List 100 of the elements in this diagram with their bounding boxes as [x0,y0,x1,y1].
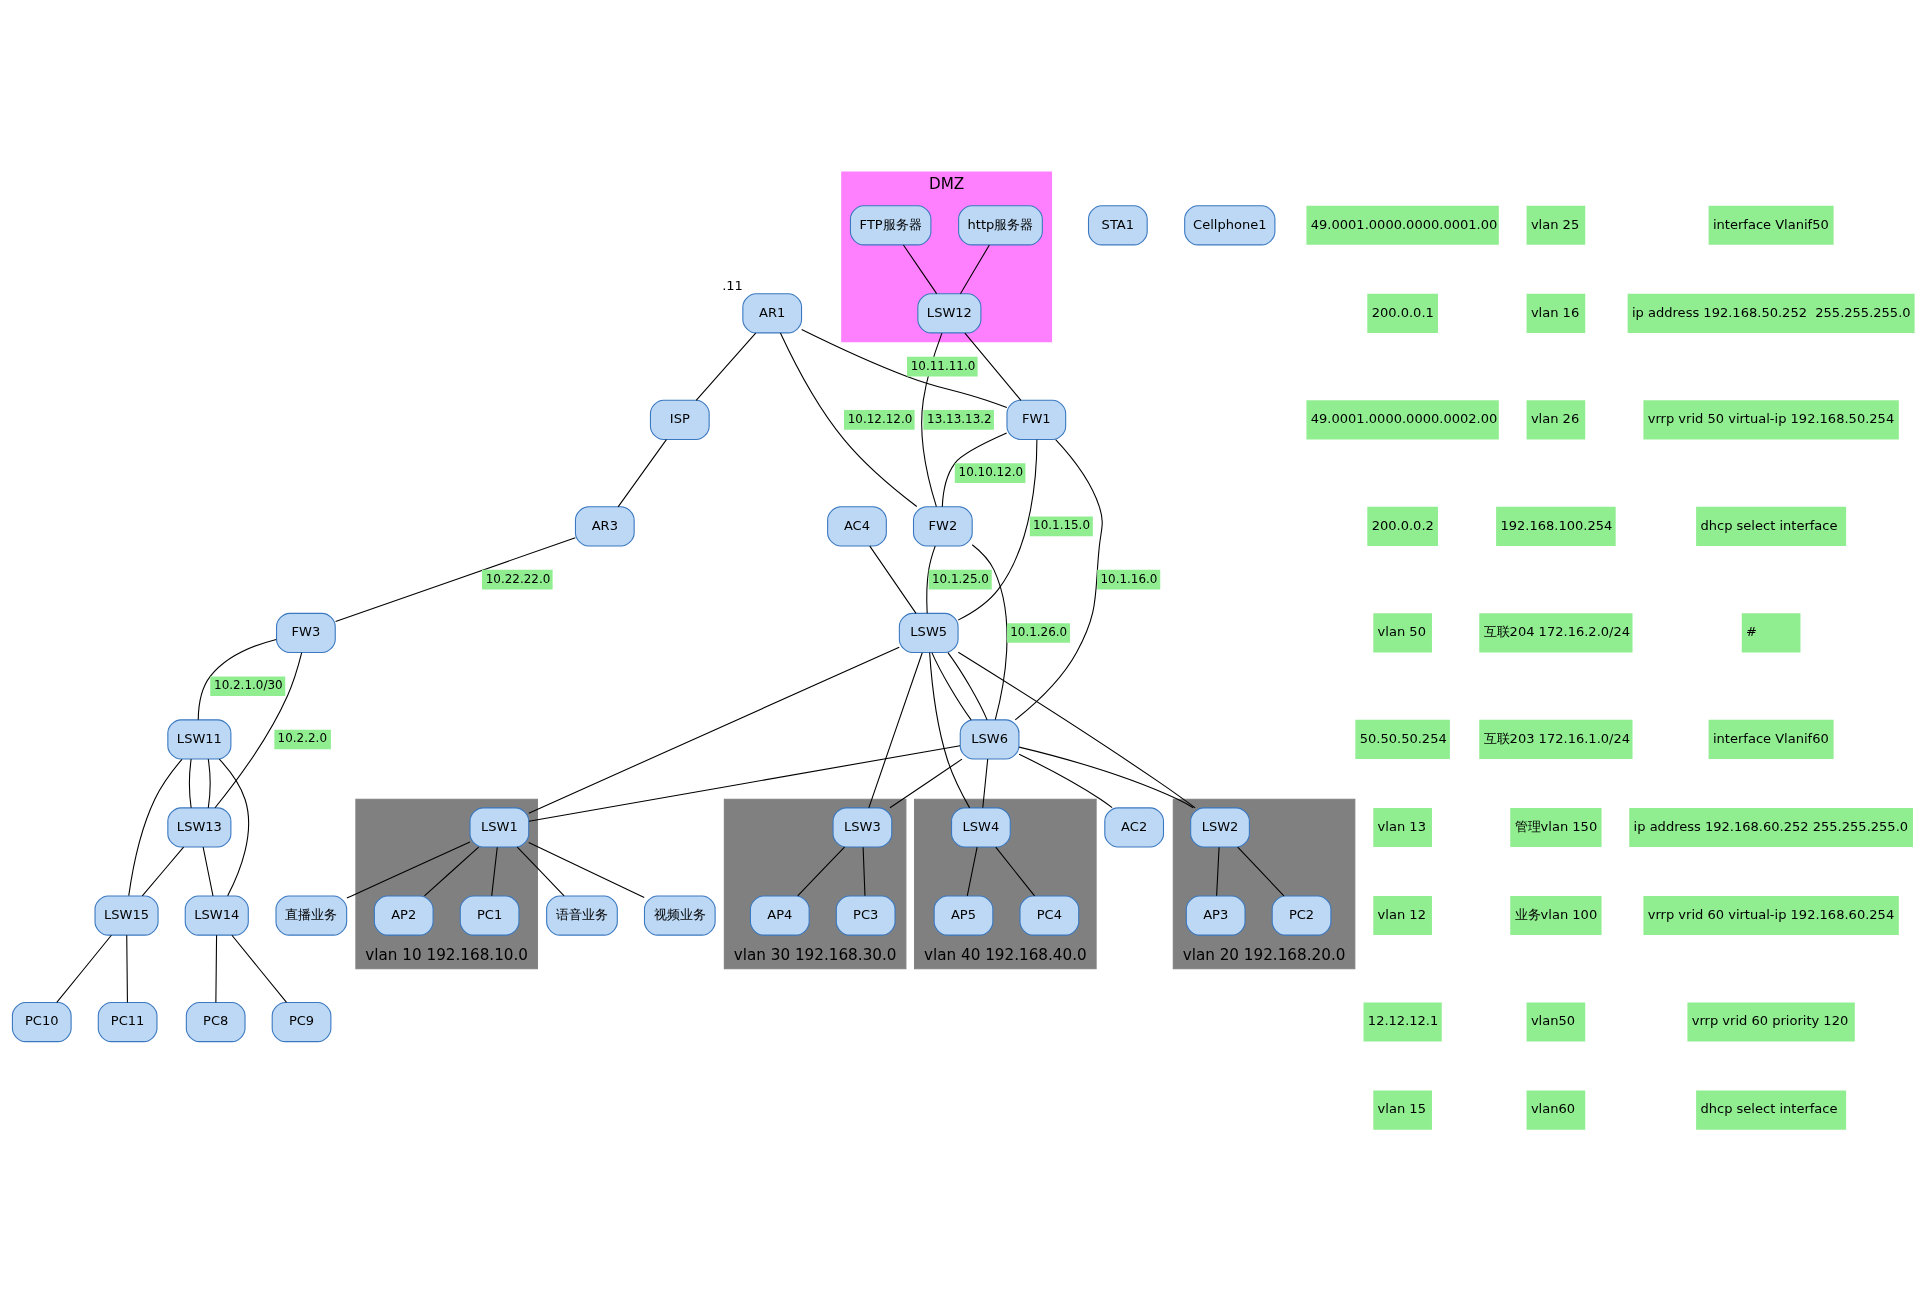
label: 互联204 172.16.2.0/24 [1483,623,1631,639]
connector [941,432,1008,507]
connector [346,840,471,899]
node-box: LSW12 [917,292,982,333]
node-box: LSW5 [898,612,959,653]
node-box: LSW3 [832,806,893,848]
label: vlan60 [1530,1100,1576,1116]
node-box: PC10 [11,1001,72,1042]
edge-label: 10.1.25.0 [931,571,989,586]
label: 50.50.50.254 [1359,730,1447,746]
connector [995,846,1036,896]
connector [516,846,565,896]
connector [335,536,576,622]
connector [957,438,1038,621]
node-box: LSW4 [951,806,1011,848]
label: 200.0.0.1 [1371,304,1434,320]
connector [964,332,1022,401]
connector [947,651,988,720]
connector [902,243,938,294]
label: 管理vlan 150 [1514,818,1598,834]
node-box: http服务器 [958,204,1043,245]
connector [214,651,303,808]
connector [207,758,211,808]
node-box: PC4 [1019,894,1080,936]
edge-label: 10.10.12.0 [958,464,1024,479]
edge-label: 10.12.12.0 [847,411,913,426]
connector [959,243,990,294]
connector [491,846,498,896]
edge-label: 10.2.2.0 [277,730,327,745]
label: vlan 15 [1377,1100,1426,1116]
node-box: LSW13 [167,806,232,848]
connector [1018,746,1194,808]
label: dhcp select interface [1700,1100,1838,1116]
node-box: 视频业务 [643,894,716,936]
label: vlan50 [1530,1012,1576,1028]
node-box: LSW6 [959,718,1020,760]
label: vlan 16 [1530,304,1580,320]
label: vrrp vrid 50 virtual-ip 192.168.50.254 [1647,410,1895,426]
edge-label: 13.13.13.2 [927,411,992,426]
connector [797,846,846,896]
connector [862,846,866,896]
node-box: AP3 [1185,894,1246,936]
label: 49.0001.0000.0000.0002.00 [1310,410,1498,426]
node-box: PC3 [835,894,896,936]
node-box: FW3 [276,612,336,653]
label: vlan 50 [1377,623,1426,639]
node-box: LSW2 [1190,806,1250,848]
label: 12.12.12.1 [1367,1012,1439,1028]
connector [423,846,480,896]
label: interface Vlanif50 [1712,216,1829,232]
label: 业务vlan 100 [1514,906,1598,922]
node-box: PC2 [1271,894,1332,936]
label: vlan 26 [1530,410,1580,426]
edge-label: 10.2.1.0/30 [214,677,283,692]
connector [982,758,989,808]
node-box: FW1 [1006,399,1067,440]
node-box: AR1 [742,292,803,333]
label: vlan 12 [1377,906,1426,922]
connector [931,651,972,720]
connector [695,332,757,401]
node-box: AR3 [574,505,635,546]
connector [215,934,218,1003]
node-box: LSW15 [94,894,159,936]
connector [126,934,128,1003]
label: # [1746,623,1758,639]
label: 200.0.0.2 [1371,517,1434,533]
connector [528,841,645,898]
node-box: FTP服务器 [849,204,932,245]
label: 互联203 172.16.1.0/24 [1483,730,1631,746]
connector [231,934,288,1003]
connector [801,328,1008,408]
node-box: PC9 [271,1001,332,1042]
node-box: AP5 [933,894,994,936]
label: dhcp select interface [1700,517,1838,533]
connector [528,744,961,822]
connector [189,758,192,808]
label: ip address 192.168.60.252 255.255.255.0 [1633,818,1909,834]
connector [141,846,185,896]
connector [617,438,667,507]
connector [197,638,277,720]
edge-label: 10.1.15.0 [1033,517,1091,532]
connector [921,332,943,507]
label: ip address 192.168.50.252 255.255.255.0 [1631,304,1911,320]
node-box: AP2 [373,894,434,936]
connector [957,651,1196,808]
edge-label: 10.1.16.0 [1100,571,1158,586]
node-box: AC4 [827,505,887,546]
connector [1237,846,1285,896]
node-box: ISP [649,399,710,440]
connector [869,545,917,614]
edge-label: 10.1.26.0 [1010,624,1068,639]
connector [971,543,1008,720]
node-box: 直播业务 [275,894,348,936]
connector [56,934,112,1003]
label: 49.0001.0000.0000.0001.00 [1310,216,1498,232]
connector [128,758,183,896]
node-box: PC8 [185,1001,246,1042]
node-box: Cellphone1 [1184,204,1276,245]
connector [929,651,971,808]
node-box: LSW14 [184,894,249,936]
